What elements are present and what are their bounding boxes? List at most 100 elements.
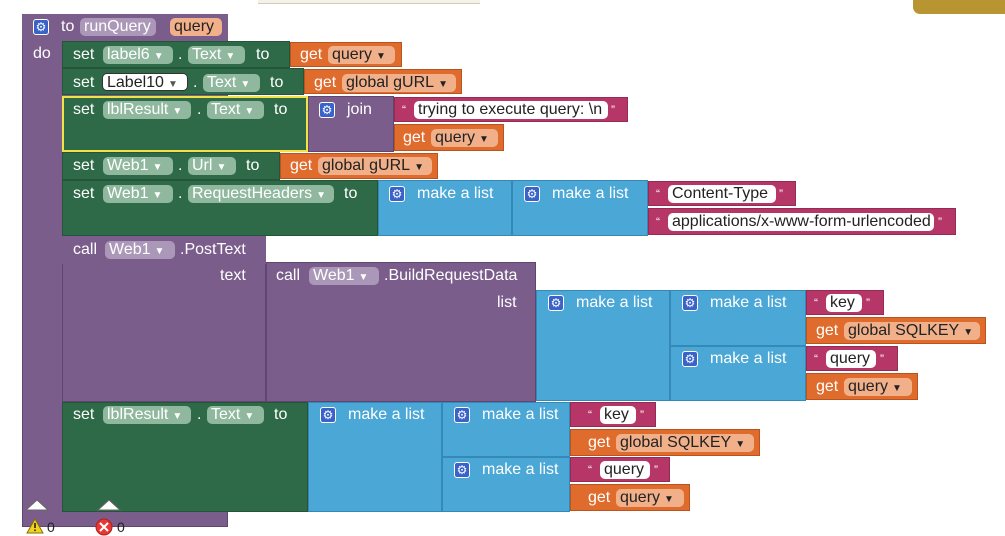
set-keyword: set — [73, 74, 95, 91]
chevron-down-icon: ▼ — [963, 327, 974, 338]
property-dropdown[interactable]: Url▼ — [188, 157, 236, 175]
text-value-field[interactable]: applications/x-www-form-urlencoded — [668, 213, 934, 231]
component-dropdown[interactable]: lblResult▼ — [103, 101, 191, 119]
variable-dropdown[interactable]: global gURL▼ — [342, 74, 456, 92]
text-value-field[interactable]: key — [600, 406, 636, 424]
property-dropdown[interactable]: RequestHeaders▼ — [188, 185, 334, 203]
make-a-list-label: make a list — [710, 350, 787, 367]
property-name: Text — [211, 406, 241, 423]
dot-label: . — [193, 74, 198, 91]
variable-name: query — [620, 489, 661, 506]
workspace-top-edge — [258, 0, 480, 4]
text-value-field[interactable]: key — [826, 294, 862, 312]
component-dropdown[interactable]: Web1▼ — [105, 241, 175, 259]
property-dropdown[interactable]: Text▼ — [203, 74, 260, 92]
make-a-list-label: make a list — [482, 461, 559, 478]
collapsed-block-fragment[interactable] — [913, 0, 1005, 14]
warning-icon[interactable] — [26, 518, 44, 534]
mutator-gear-icon[interactable]: ⚙ — [454, 407, 470, 423]
close-quote-icon: ” — [654, 463, 658, 477]
set-keyword: set — [73, 101, 95, 118]
variable-dropdown[interactable]: query▼ — [431, 129, 498, 147]
close-quote-icon: ” — [866, 296, 870, 310]
mutator-gear-icon[interactable]: ⚙ — [682, 295, 698, 311]
chevron-down-icon: ▼ — [152, 190, 163, 201]
make-a-list-block[interactable] — [670, 290, 806, 346]
make-a-list-label: make a list — [552, 185, 629, 202]
close-quote-icon: ” — [938, 215, 942, 229]
make-a-list-label: make a list — [348, 406, 425, 423]
dot-label: . — [197, 406, 202, 423]
call-keyword: call — [73, 241, 98, 258]
list-argument-label: list — [497, 294, 517, 311]
variable-dropdown[interactable]: query▼ — [616, 489, 684, 507]
procedure-do-label: do — [33, 45, 51, 62]
component-name: lblResult — [107, 406, 169, 423]
property-dropdown[interactable]: Text▼ — [188, 46, 245, 64]
mutator-gear-icon[interactable]: ⚙ — [524, 186, 540, 202]
chevron-down-icon: ▼ — [479, 134, 489, 145]
component-dropdown-selected[interactable]: Label10▼ — [102, 73, 188, 91]
to-label: to — [274, 101, 288, 118]
mutator-gear-icon[interactable]: ⚙ — [454, 462, 470, 478]
mutator-gear-icon[interactable]: ⚙ — [319, 102, 335, 118]
call-keyword: call — [276, 267, 301, 284]
variable-name: global gURL — [346, 74, 435, 91]
warning-count: 0 — [47, 519, 55, 535]
chevron-down-icon: ▼ — [172, 411, 183, 422]
call-web1-buildrequestdata-block[interactable] — [266, 262, 536, 402]
component-name: Web1 — [109, 241, 151, 258]
component-name: lblResult — [107, 101, 169, 118]
variable-dropdown[interactable]: query▼ — [844, 378, 912, 396]
text-value-field[interactable]: trying to execute query: \n — [414, 101, 608, 119]
mutator-gear-icon[interactable]: ⚙ — [548, 295, 564, 311]
component-dropdown[interactable]: Web1▼ — [103, 185, 173, 203]
variable-dropdown[interactable]: global SQLKEY▼ — [844, 322, 980, 340]
component-dropdown[interactable]: Web1▼ — [103, 157, 173, 175]
mutator-gear-icon[interactable]: ⚙ — [389, 186, 405, 202]
property-name: Text — [207, 74, 237, 91]
error-icon[interactable] — [95, 518, 113, 536]
get-keyword: get — [314, 74, 337, 91]
chevron-down-icon: ▼ — [225, 51, 236, 62]
procedure-param-query[interactable]: query — [170, 18, 222, 36]
close-quote-icon: ” — [779, 187, 783, 201]
close-quote-icon: ” — [640, 408, 644, 422]
procedure-name-field[interactable]: runQuery — [80, 18, 156, 36]
chevron-down-icon: ▼ — [664, 494, 674, 505]
make-a-list-block[interactable] — [378, 180, 512, 236]
variable-name: query — [848, 378, 889, 395]
component-name: Web1 — [107, 185, 149, 202]
component-dropdown[interactable]: label6▼ — [103, 46, 173, 64]
set-keyword: set — [73, 406, 95, 423]
variable-dropdown[interactable]: global gURL▼ — [318, 157, 432, 175]
make-a-list-label: make a list — [482, 406, 559, 423]
text-value-field[interactable]: Content-Type — [668, 185, 776, 203]
collapse-arrow-icon[interactable] — [96, 498, 122, 512]
component-dropdown[interactable]: Web1▼ — [309, 267, 379, 285]
text-value-field[interactable]: query — [826, 350, 876, 368]
to-label: to — [246, 157, 260, 174]
chevron-down-icon: ▼ — [892, 383, 902, 394]
text-value-field[interactable]: query — [600, 461, 650, 479]
make-a-list-label: make a list — [710, 294, 787, 311]
get-keyword: get — [816, 378, 839, 395]
set-label6-text-block[interactable] — [62, 41, 290, 68]
property-dropdown[interactable]: Text▼ — [207, 101, 264, 119]
chevron-down-icon: ▼ — [167, 79, 178, 90]
chevron-down-icon: ▼ — [438, 79, 448, 90]
mutator-gear-icon[interactable]: ⚙ — [33, 19, 49, 35]
to-label: to — [274, 406, 288, 423]
mutator-gear-icon[interactable]: ⚙ — [320, 407, 336, 423]
open-quote-icon: “ — [402, 103, 406, 117]
make-a-list-label: make a list — [417, 185, 494, 202]
property-dropdown[interactable]: Text▼ — [207, 406, 264, 424]
collapse-arrow-icon[interactable] — [24, 498, 50, 512]
mutator-gear-icon[interactable]: ⚙ — [682, 351, 698, 367]
method-name: .PostText — [180, 241, 246, 258]
variable-dropdown[interactable]: query▼ — [328, 46, 395, 64]
variable-name: global SQLKEY — [620, 434, 732, 451]
to-label: to — [256, 46, 270, 63]
variable-dropdown[interactable]: global SQLKEY▼ — [616, 434, 754, 452]
component-dropdown[interactable]: lblResult▼ — [103, 406, 191, 424]
